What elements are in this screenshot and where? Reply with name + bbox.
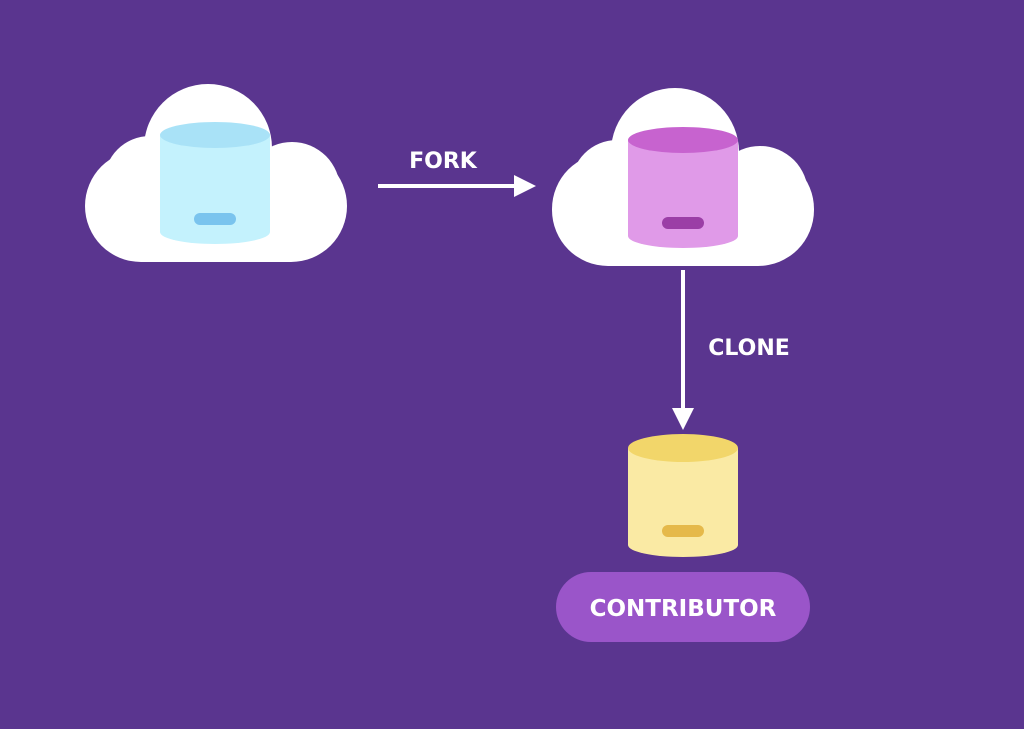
upstream-database-icon: [160, 122, 270, 244]
clone-arrow: [672, 270, 694, 430]
fork-database-icon: [628, 127, 738, 248]
contributor-badge: CONTRIBUTOR: [556, 572, 810, 642]
fork-label: FORK: [409, 149, 478, 174]
contributor-label: CONTRIBUTOR: [590, 596, 777, 622]
local-database-icon: [628, 434, 738, 557]
clone-label: CLONE: [708, 336, 790, 361]
fork-arrow: [378, 175, 536, 197]
